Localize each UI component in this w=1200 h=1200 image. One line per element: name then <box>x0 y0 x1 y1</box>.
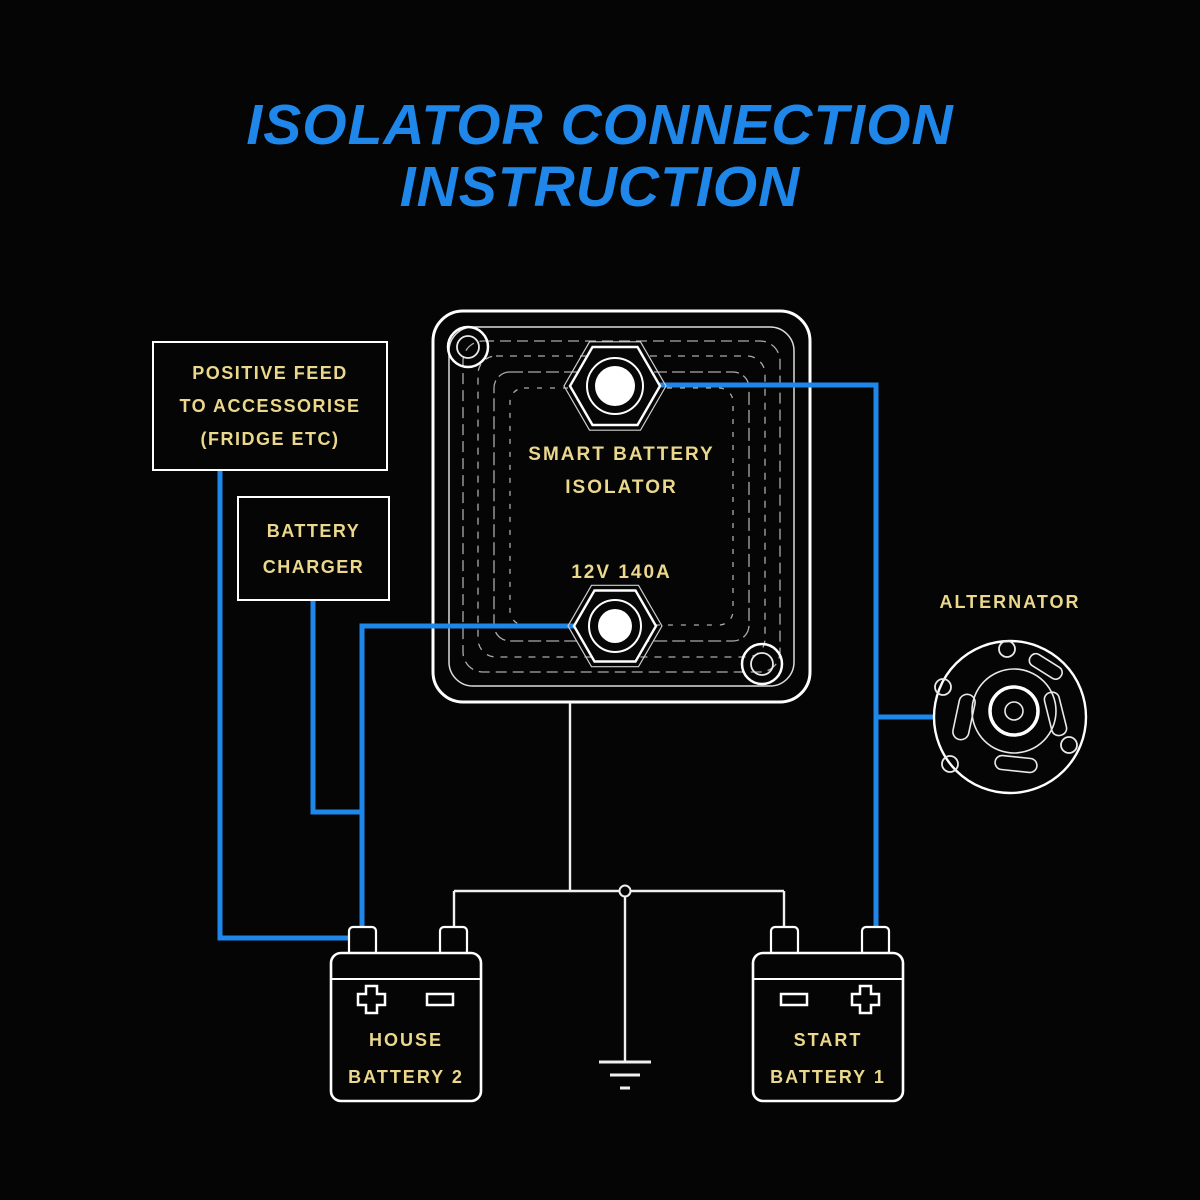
terminal-stud <box>595 366 635 406</box>
battery-charger-line-2: CHARGER <box>262 556 365 577</box>
house-battery-device <box>329 925 483 1103</box>
wire-isolator-to-start-battery <box>615 382 879 928</box>
positive-wires <box>217 382 940 941</box>
isolator-texture <box>477 355 766 658</box>
isolator-rating: 12V 140A <box>571 562 672 583</box>
battery-terminal-negative <box>769 925 800 957</box>
alternator-shaft <box>1004 701 1024 721</box>
alternator-bolt-icon <box>1060 736 1078 754</box>
terminal-ring <box>588 599 642 653</box>
alternator-device <box>932 639 1088 795</box>
start-battery-label-line-2: BATTERY 1 <box>770 1067 886 1087</box>
house-battery-label-line-1: HOUSE <box>368 1030 443 1050</box>
start-battery-label-line-1: START <box>793 1030 863 1050</box>
negative-wires <box>452 702 786 1062</box>
screw-mount-icon <box>740 642 784 686</box>
page-title: ISOLATOR CONNECTION INSTRUCTION <box>0 94 1200 218</box>
minus-icon <box>425 992 455 1007</box>
alternator-vent-slot <box>1028 652 1063 681</box>
plus-icon <box>850 984 881 1015</box>
alternator-bolt-icon <box>934 678 952 696</box>
battery-terminal-negative <box>438 925 469 957</box>
terminal-hex-outer <box>567 584 663 668</box>
alternator-bolt-icon <box>941 755 959 773</box>
wire-junction <box>618 884 632 898</box>
alternator-vent-slot <box>952 693 976 741</box>
terminal-ring <box>586 357 644 415</box>
title-line-2: INSTRUCTION <box>399 155 801 219</box>
minus-icon <box>779 992 809 1007</box>
wire-positive-feed <box>217 470 352 941</box>
screw-mount-icon <box>750 652 774 676</box>
screw-mount-icon <box>456 335 480 359</box>
ground-symbol-icon <box>599 884 651 1090</box>
positive-feed-box: POSITIVE FEED TO ACCESSORISE (FRIDGE ETC… <box>152 341 388 471</box>
positive-feed-line-2: TO ACCESSORISE <box>179 395 361 416</box>
battery-charger-box: BATTERY CHARGER <box>237 496 390 601</box>
positive-feed-line-3: (FRIDGE ETC) <box>200 428 340 449</box>
alternator-vent-slot <box>994 754 1038 774</box>
isolator-label: SMART BATTERY ISOLATOR <box>433 438 810 504</box>
alternator-vent-slot <box>1043 691 1068 737</box>
plus-icon <box>356 984 387 1015</box>
isolator-case <box>431 309 812 704</box>
isolator-top-terminal <box>563 341 667 431</box>
isolator-label-line-2: ISOLATOR <box>565 477 678 498</box>
alternator-pulley <box>988 685 1040 737</box>
isolator-case-inner <box>448 326 795 687</box>
wire-isolator-to-house-battery <box>359 623 615 928</box>
title-line-1: ISOLATOR CONNECTION <box>246 93 954 157</box>
alternator-label: ALTERNATOR <box>939 592 1081 612</box>
wire-battery-charger <box>310 601 362 815</box>
terminal-hex-outer <box>563 341 667 431</box>
isolator-bottom-terminal <box>567 584 663 668</box>
battery-case <box>329 951 483 1103</box>
house-battery-label-line-2: BATTERY 2 <box>348 1067 464 1087</box>
isolator-label-line-1: SMART BATTERY <box>528 444 715 465</box>
battery-charger-line-1: BATTERY <box>266 520 361 541</box>
positive-feed-line-1: POSITIVE FEED <box>192 362 348 383</box>
battery-terminal-positive <box>860 925 891 957</box>
isolator-texture <box>462 340 781 673</box>
battery-terminal-positive <box>347 925 378 957</box>
battery-case <box>751 951 905 1103</box>
alternator-bolt-icon <box>998 640 1016 658</box>
alternator-ring <box>971 668 1057 754</box>
terminal-stud <box>598 609 632 643</box>
start-battery-device <box>751 925 905 1103</box>
isolator-texture <box>509 387 734 626</box>
screw-mount-icon <box>446 325 490 369</box>
